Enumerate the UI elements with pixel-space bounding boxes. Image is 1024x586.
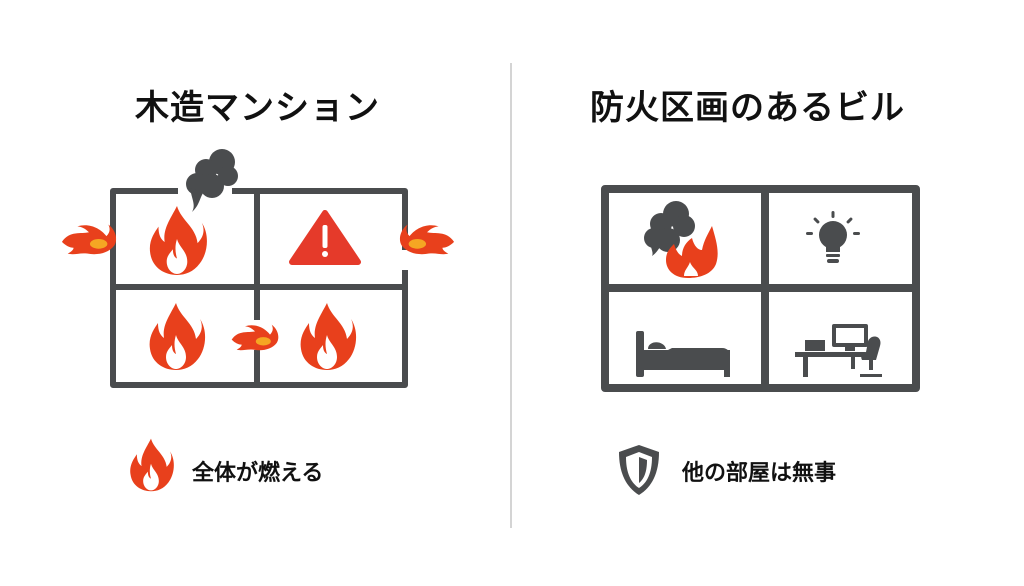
smoke-icon <box>186 149 238 212</box>
desk-computer-icon <box>795 324 882 377</box>
left-building-frame <box>110 188 408 388</box>
right-caption: 他の部屋は無事 <box>682 461 837 486</box>
left-caption: 全体が燃える <box>192 461 324 486</box>
left-title: 木造マンション <box>135 88 380 128</box>
warning-icon <box>289 210 361 265</box>
smoke-fire-icon <box>644 201 718 278</box>
lightbulb-icon <box>806 211 860 263</box>
right-title: 防火区画のあるビル <box>590 88 905 128</box>
shield-icon <box>619 445 659 495</box>
bed-icon <box>636 331 730 377</box>
right-building-frame <box>601 185 920 392</box>
divider <box>510 63 512 528</box>
caption-fire-icon <box>130 438 174 492</box>
